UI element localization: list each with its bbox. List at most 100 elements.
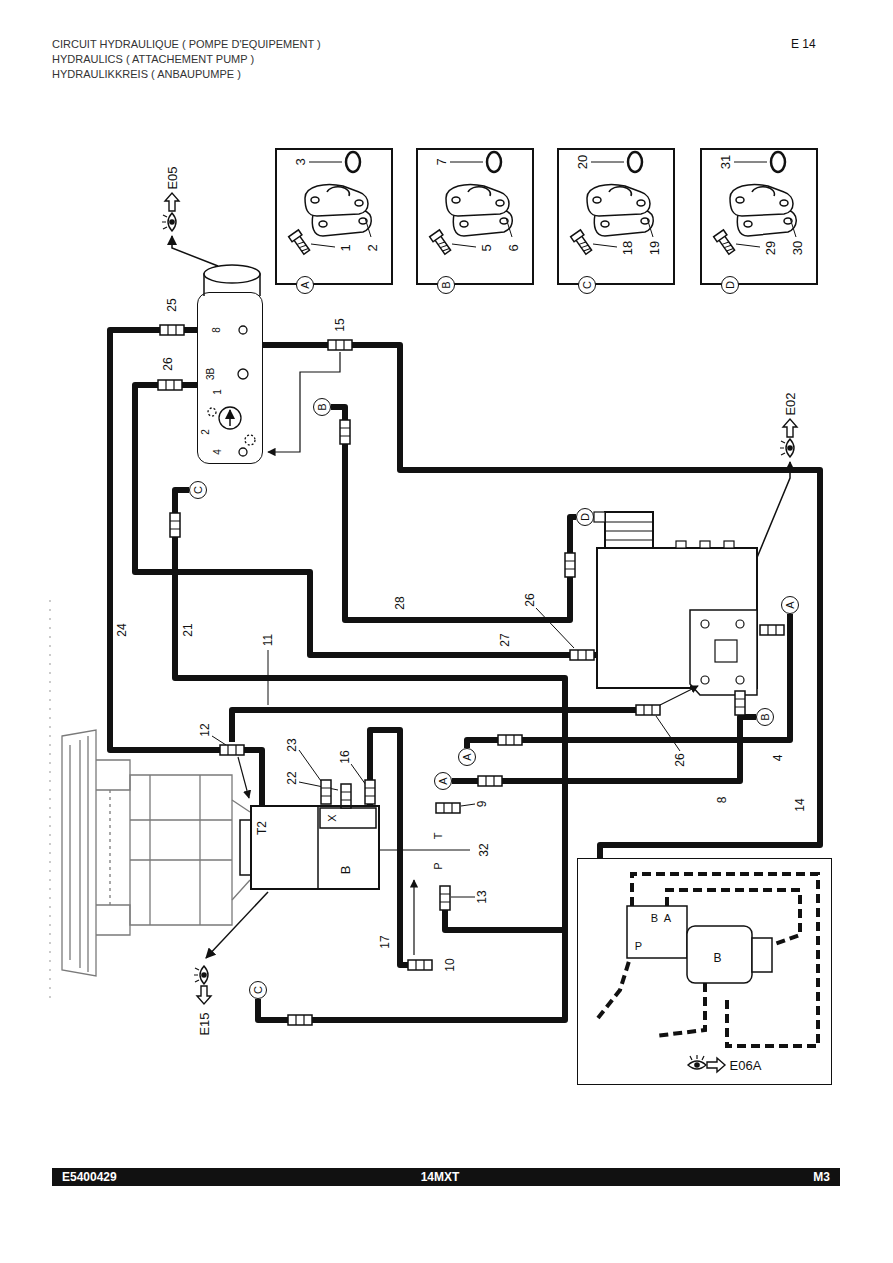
- engine-gearbox-outline: [232, 800, 250, 900]
- control-valve-block: [676, 541, 686, 548]
- engine-gearbox-outline: [130, 775, 232, 925]
- engine-gearbox-outline: [62, 730, 96, 976]
- attachment-pump: T2XB: [250, 805, 380, 890]
- connection-arrow: [268, 352, 340, 452]
- engine-gearbox-outline: [96, 905, 130, 935]
- inset-pump-drawing: [598, 958, 630, 1018]
- callout-number: 12: [199, 722, 211, 737]
- inset-illustration: [289, 152, 797, 256]
- inset-frame: 756B: [416, 148, 534, 285]
- inset-illustration: [571, 152, 654, 256]
- port-letter-circle: A: [458, 748, 476, 766]
- tank-port: [245, 435, 255, 445]
- port-name: P: [635, 940, 642, 951]
- page-reference-icon: [780, 439, 794, 457]
- connection-arrow: [238, 352, 698, 955]
- tank-port: [219, 407, 241, 429]
- inset-pump-drawing: [655, 983, 705, 1036]
- engine-gearbox-outline: [130, 775, 232, 925]
- inset-detail-box: BAPBE06A: [577, 858, 832, 1085]
- callout-number: 15: [334, 317, 346, 332]
- connection-arrow: [238, 757, 249, 798]
- callout-number: 16: [339, 749, 351, 764]
- hose-fitting: [408, 960, 432, 970]
- hydraulic-hose: [263, 345, 820, 858]
- control-valve-block: [724, 541, 734, 548]
- hydraulic-hose: [175, 490, 565, 1020]
- hose-fitting: [735, 691, 745, 715]
- inset-frame: 201819C: [557, 148, 675, 285]
- engine-gearbox-outline: [96, 760, 130, 790]
- hydraulic-hose: [445, 905, 565, 930]
- part-number: 6: [507, 244, 520, 251]
- port-letter-circle: D: [576, 508, 594, 526]
- leader-line: [351, 764, 366, 785]
- hose-fitting: [436, 803, 460, 813]
- page-reference-pointer: [206, 892, 268, 958]
- port-letter: B: [440, 281, 451, 288]
- footer-bar: E540042914MXTM3: [52, 1168, 840, 1186]
- port-letter-circle: C: [249, 981, 267, 999]
- part-number: 19: [648, 241, 661, 255]
- callout-number: 27: [499, 632, 511, 647]
- control-valve-block: [701, 620, 709, 628]
- port-letter: A: [437, 777, 448, 784]
- port-letter: T: [433, 832, 444, 841]
- port-name: X: [327, 814, 338, 821]
- control-valve-block: [715, 640, 737, 662]
- hydraulic-hose: [452, 717, 756, 781]
- page-number: E 14: [790, 38, 817, 50]
- inset-pump-drawing: [598, 874, 818, 1046]
- part-number: 7: [435, 158, 448, 165]
- port-letter: C: [192, 486, 203, 494]
- leader-line: [461, 804, 475, 806]
- leader-line: [212, 736, 226, 745]
- pump-body-detail: [317, 805, 319, 890]
- port-letter: A: [461, 753, 472, 760]
- port-letter: A: [299, 281, 310, 288]
- port-name: B: [713, 952, 721, 964]
- control-valve-block: [690, 610, 757, 695]
- port-letter: B: [759, 713, 770, 720]
- hose-fitting: [340, 420, 350, 444]
- callout-number: 26: [674, 752, 686, 767]
- hose-fitting: [498, 735, 522, 745]
- control-valve-block: [700, 541, 710, 548]
- inset-pump-drawing: [627, 906, 772, 983]
- hose-fitting: [636, 705, 660, 715]
- port-letter-circle: D: [721, 276, 739, 294]
- page-reference-icon: [162, 193, 797, 1072]
- hose-fitting: [160, 325, 184, 335]
- port-letter: D: [724, 281, 735, 289]
- hose-fitting: [365, 780, 375, 804]
- hydraulic-hose: [370, 730, 410, 965]
- hydraulic-hose: [331, 407, 576, 620]
- leader-line: [656, 716, 680, 751]
- port-number: 3B: [206, 367, 216, 379]
- port-name: A: [664, 912, 671, 923]
- hydraulic-hose: [110, 330, 262, 805]
- part-number: 18: [621, 241, 634, 255]
- part-number: 29: [764, 241, 777, 255]
- callout-number: 9: [476, 800, 488, 809]
- tank-port: [239, 326, 247, 334]
- connection-arrow: [660, 686, 698, 705]
- callout-number: 13: [476, 889, 488, 904]
- inset-pump-drawing: [598, 874, 818, 1046]
- hose-number: 21: [182, 622, 194, 637]
- port-number: 1: [213, 389, 223, 395]
- inset-pump-drawing: [687, 926, 752, 983]
- callout-number: 10: [444, 957, 456, 972]
- port-letter: A: [784, 601, 795, 608]
- tank-port: [208, 326, 255, 456]
- part-number: 1: [339, 244, 352, 251]
- port-letter-circle: A: [296, 276, 314, 294]
- hose-fitting: [440, 886, 450, 910]
- flow-arrow: [229, 410, 231, 426]
- hose-number: 8: [716, 796, 728, 805]
- control-valve-block: [701, 676, 709, 684]
- port-letter: C: [252, 986, 263, 994]
